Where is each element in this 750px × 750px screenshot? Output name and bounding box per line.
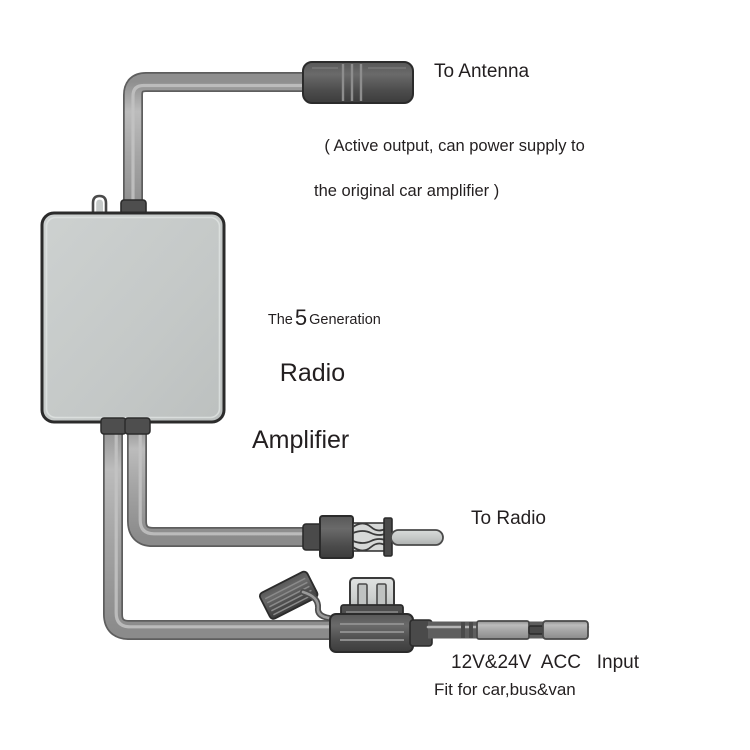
amplifier-box (40, 194, 226, 424)
label-product-name: Radio Amplifier (252, 323, 349, 526)
antenna-cable (123, 72, 310, 216)
label-fit-for: Fit for car,bus&van (434, 680, 576, 699)
radio-connector (302, 515, 444, 559)
product-line-1: Radio (279, 358, 346, 387)
power-output-lead (426, 620, 590, 640)
label-power-input: 12V&24V ACC Input (451, 652, 640, 673)
antenna-connector (302, 61, 414, 104)
power-cable (103, 422, 354, 640)
label-active-output-note: ( Active output, can power supply to the… (306, 113, 585, 247)
label-to-radio: To Radio (471, 508, 546, 529)
fuse-holder-body (329, 613, 433, 653)
radio-cable (127, 422, 320, 547)
generation-number: 5 (294, 304, 308, 330)
bottom-cable-grommets (100, 417, 151, 435)
generation-prefix: The (267, 311, 293, 328)
generation-suffix: Generation (309, 311, 381, 328)
active-note-line-2: the original car amplifier ) (314, 181, 500, 200)
product-line-2: Amplifier (252, 426, 350, 455)
active-note-line-1: ( Active output, can power supply to (324, 137, 585, 156)
fuse-cap (258, 570, 332, 621)
label-to-antenna: To Antenna (434, 61, 530, 82)
